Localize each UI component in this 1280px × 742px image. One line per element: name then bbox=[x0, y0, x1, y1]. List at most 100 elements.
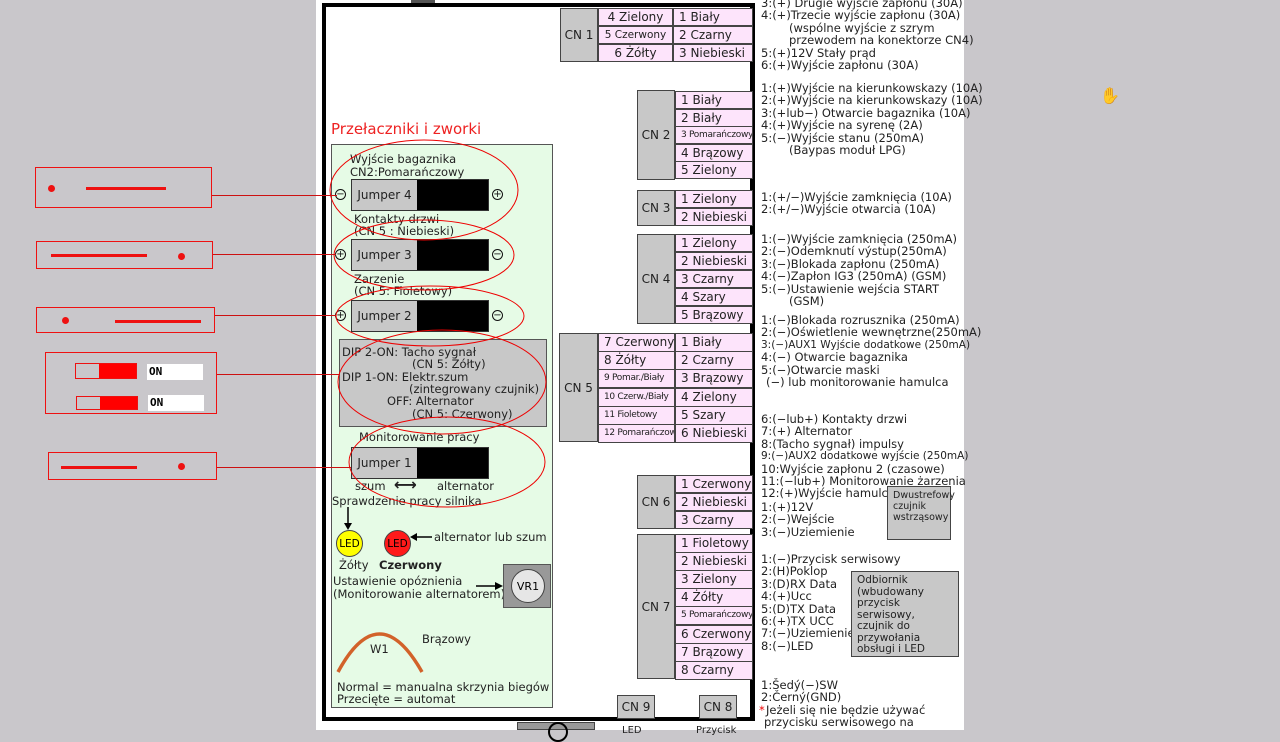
engine-check-label: Sprawdzenie pracy silnika bbox=[332, 494, 482, 508]
led-red: LED bbox=[384, 530, 411, 557]
led-red-caption: Czerwony bbox=[379, 558, 442, 572]
desc-cn7-line: 4:(+)Ucc bbox=[761, 589, 812, 604]
desc-cn2-line: 2:(+)Wyjście na kierunkowskazy (10A) bbox=[761, 93, 983, 108]
cn1-label: CN 1 bbox=[560, 8, 598, 62]
jumper1-right-label: alternator bbox=[437, 479, 494, 493]
desc-cn5a-line: 3:(−)AUX1 Wyjście dodatkowe (250mA) bbox=[761, 338, 971, 351]
cn3-pin: 1 Zielony bbox=[675, 190, 753, 208]
cn7-pin: 2 Niebieski bbox=[675, 552, 753, 572]
callout-line-jumper2 bbox=[215, 315, 336, 317]
desc-cn5a-line: 5:(−)Otwarcie maski bbox=[761, 362, 880, 377]
jumper3[interactable]: Jumper 3 bbox=[351, 239, 489, 271]
jumper-bar bbox=[51, 254, 147, 257]
cn5-pin: 5 Szary bbox=[675, 405, 753, 425]
dip-line-5: OFF: Alternator bbox=[387, 394, 474, 408]
dip-switch-1[interactable] bbox=[76, 396, 138, 410]
desc-cn7-line: 5:(D)TX Data bbox=[761, 601, 837, 616]
w1-color: Brązowy bbox=[422, 632, 471, 646]
dip-line-3: DIP 1-ON: Elektr.szum bbox=[342, 370, 469, 384]
desc-cn6-line: 2:(−)Wejście bbox=[761, 512, 835, 527]
jumper1-ellipse bbox=[348, 416, 546, 508]
jumper1-left-label: szum bbox=[355, 479, 386, 493]
dip-switch-2-state: ON bbox=[147, 364, 203, 380]
jumper-bar bbox=[86, 187, 166, 190]
callout-jumper2[interactable] bbox=[36, 307, 215, 333]
jumper4-ellipse bbox=[329, 139, 519, 241]
desc-cn5a-line: 2:(−)Oświetlenie wewnętrzne(250mA) bbox=[761, 325, 982, 340]
desc-cn2-line: 4:(+)Wyjście na syrenę (2A) bbox=[761, 118, 923, 133]
plus-icon: + bbox=[492, 189, 503, 200]
desc-cn1-line: 4:(+)Trzecie wyjście zapłonu (30A) bbox=[761, 8, 961, 23]
jumper2-ellipse bbox=[335, 285, 525, 347]
jumper2[interactable]: Jumper 2 bbox=[351, 300, 489, 332]
callout-jumper3[interactable] bbox=[36, 241, 213, 269]
cn5-pin: 6 Niebieski bbox=[675, 424, 753, 443]
shock-line-1: Dwustrefowy bbox=[893, 490, 955, 501]
desc-cn7-line: 8:(−)LED bbox=[761, 638, 814, 653]
shock-sensor-box: Dwustrefowy czujnik wstrząsowy bbox=[887, 486, 955, 540]
dip-switch-1-fill bbox=[100, 397, 137, 409]
callout-jumper1[interactable] bbox=[48, 452, 217, 480]
cn1-pin-3: 3 Niebieski bbox=[673, 44, 753, 62]
led-red-text: LED bbox=[387, 537, 408, 550]
jumper1-label: Jumper 1 bbox=[352, 448, 417, 478]
minus-icon: − bbox=[335, 189, 346, 200]
led-yellow: LED bbox=[336, 530, 363, 557]
jumper4[interactable]: Jumper 4 bbox=[351, 179, 489, 211]
desc-cn5b-line: 6:(−lub+) Kontakty drzwi bbox=[761, 412, 908, 426]
delay-line-1: Ustawienie opóznienia bbox=[333, 574, 463, 588]
jumper-position-dot bbox=[48, 185, 55, 192]
desc-cn6-line: 3:(−)Uziemienie bbox=[761, 524, 855, 539]
cn1-pin-4: 4 Zielony bbox=[598, 8, 673, 26]
cn4-pin: 2 Niebieski bbox=[675, 252, 753, 270]
cn5-pin: 3 Brązowy bbox=[675, 369, 753, 389]
cn2-pin: 3 Pomarańczowy bbox=[675, 126, 753, 145]
jumper1[interactable]: Jumper 1 bbox=[351, 447, 489, 479]
desc-cn4-line: 3:(−)Blokada zapłonu (250mA) bbox=[761, 256, 940, 271]
desc-cn7-line: 2:(H)Poklop bbox=[761, 564, 828, 579]
cn4-label: CN 4 bbox=[637, 234, 675, 324]
cn7-pin: 7 Brązowy bbox=[675, 642, 753, 662]
desc-cn5a-line: 4:(−) Otwarcie bagaznika bbox=[761, 350, 908, 365]
shock-line-3: wstrząsowy bbox=[893, 512, 949, 523]
vr1-box: VR1 bbox=[503, 564, 551, 608]
desc-cn5b-line: 7:(+) Alternator bbox=[761, 424, 853, 439]
jumper3-black bbox=[417, 240, 488, 270]
receiver-line-4: serwisowy, bbox=[857, 608, 915, 621]
cn5-pin: 12 Pomarańczowy bbox=[598, 424, 675, 443]
receiver-line-2: (wbudowany bbox=[857, 585, 924, 598]
cn8-label: CN 8 bbox=[699, 695, 737, 719]
desc-cn5a-line: (−) lub monitorowanie hamulca bbox=[766, 375, 949, 389]
footnote-line: przycisku serwisowego na bbox=[764, 715, 914, 730]
dip-switch-2[interactable] bbox=[75, 363, 137, 379]
cn3-label: CN 3 bbox=[637, 190, 675, 226]
jumper-position-dot bbox=[178, 463, 185, 470]
callout-line-jumper4 bbox=[212, 195, 337, 197]
desc-cn5b-line: 8:(Tacho sygnał) impulsy bbox=[761, 436, 904, 451]
dip-line-1: DIP 2-ON: Tacho sygnał bbox=[342, 345, 476, 359]
cn2-label: CN 2 bbox=[637, 90, 675, 180]
desc-cn7-line: 1:(−)Przycisk serwisowy bbox=[761, 552, 901, 566]
vr1-potentiometer[interactable]: VR1 bbox=[511, 569, 545, 603]
callout-dip[interactable]: ON ON bbox=[45, 352, 217, 414]
desc-cn5b-line: 9:(−)AUX2 dodatkowe wyjście (250mA) bbox=[761, 450, 969, 463]
desc-cn5a-line: 1:(−)Blokada rozrusznika (250mA) bbox=[761, 313, 960, 327]
jumper3-ellipse bbox=[333, 219, 515, 291]
double-arrow-icon: ⟷ bbox=[394, 475, 417, 494]
jumper4-title-2: CN2:Pomarańczowy bbox=[350, 165, 465, 179]
receiver-line-5: czujnik do bbox=[857, 620, 910, 632]
callout-line-jumper1 bbox=[217, 467, 351, 469]
hand-cursor-icon: ✋ bbox=[1100, 86, 1120, 105]
jumper1-black bbox=[417, 448, 488, 478]
desc-cn3-line: 2:(+/−)Wyjście otwarcia (10A) bbox=[761, 202, 936, 217]
callout-jumper4[interactable] bbox=[35, 167, 212, 208]
receiver-line-6: przywołania bbox=[857, 631, 921, 644]
right-arrow-icon bbox=[476, 582, 503, 590]
cn7-pin: 6 Czerwony bbox=[675, 624, 753, 644]
desc-cn89-line: 2:Černý(GND) bbox=[761, 690, 842, 705]
desc-cn3-line: 1:(+/−)Wyjście zamknięcia (10A) bbox=[761, 190, 952, 204]
cn2-pin: 5 Zielony bbox=[675, 161, 753, 180]
jumper4-title-1: Wyjście bagaznika bbox=[350, 152, 457, 166]
receiver-line-1: Odbiornik bbox=[857, 574, 908, 586]
